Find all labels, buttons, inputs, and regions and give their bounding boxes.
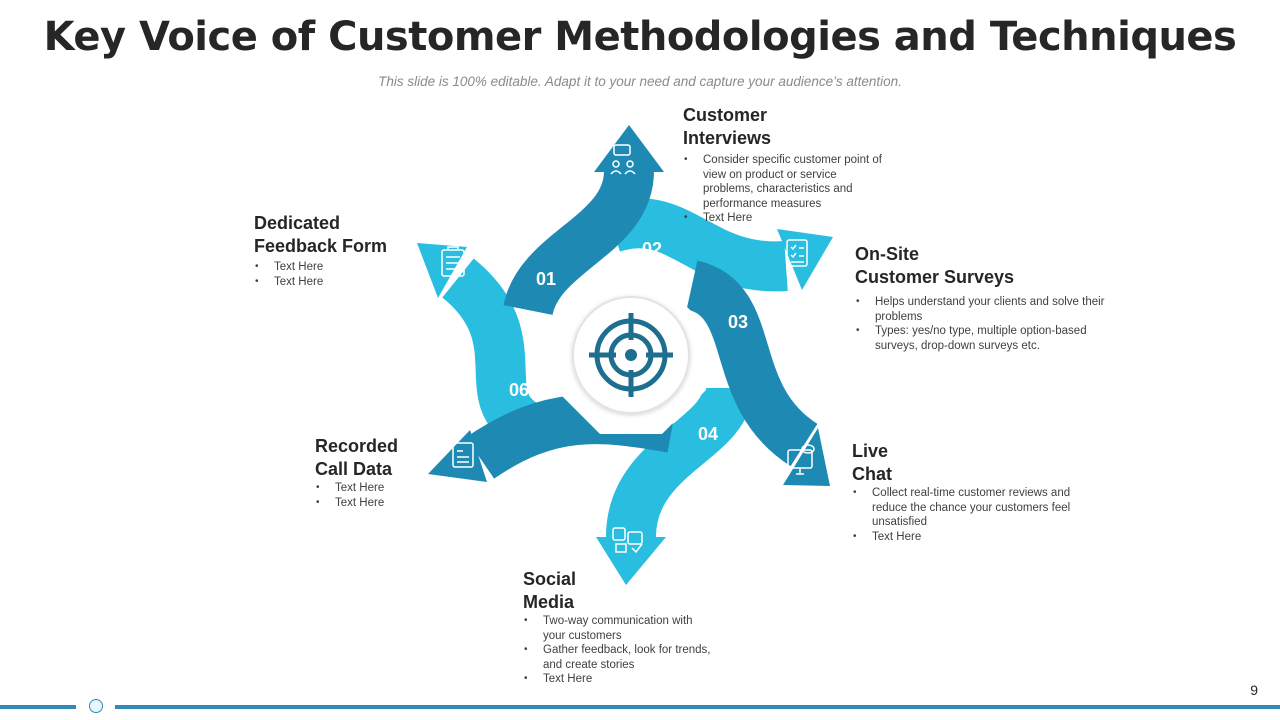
bullet-item: Text Here (852, 530, 1092, 545)
bullet-item: Text Here (683, 211, 888, 226)
step-number-03: 03 (728, 312, 748, 332)
step-number-01: 01 (536, 269, 556, 289)
bullet-list: Consider specific customer point of view… (683, 153, 888, 226)
footer-line-right (115, 705, 1280, 709)
page-number: 9 (1250, 682, 1258, 698)
step-number-05: 05 (590, 452, 610, 472)
bullet-list: Two-way communication with your customer… (523, 614, 713, 687)
bullet-item: Gather feedback, look for trends, and cr… (523, 643, 713, 672)
chat-people-icon (610, 144, 636, 175)
bullet-list: Helps understand your clients and solve … (855, 295, 1110, 353)
clipboard-form-icon (441, 246, 467, 277)
bullet-item: Text Here (315, 496, 455, 511)
call-record-file-icon (452, 442, 474, 468)
social-media-icon (612, 527, 643, 554)
bullet-list: Text Here Text Here (315, 481, 455, 510)
arrow-01 (503, 125, 664, 317)
footer-line-left (0, 705, 76, 709)
step-number-04: 04 (698, 424, 718, 444)
bullet-item: Text Here (523, 672, 713, 687)
step-number-02: 02 (642, 239, 662, 259)
arrow-06 (417, 243, 544, 451)
page-title: Key Voice of Customer Methodologies and … (43, 14, 1237, 60)
bullet-item: Types: yes/no type, multiple option-base… (855, 324, 1110, 353)
arrow-04 (596, 385, 753, 585)
bullet-item: Consider specific customer point of view… (683, 153, 888, 211)
bullet-item: Text Here (254, 275, 414, 290)
target-crosshair-icon (589, 313, 673, 397)
survey-checklist-icon (786, 239, 808, 267)
bullet-item: Helps understand your clients and solve … (855, 295, 1110, 324)
bullet-item: Text Here (254, 260, 414, 275)
bullet-item: Collect real-time customer reviews and r… (852, 486, 1092, 530)
step-number-06: 06 (509, 380, 529, 400)
bullet-list: Text Here Text Here (254, 260, 414, 289)
page-subtitle: This slide is 100% editable. Adapt it to… (378, 74, 902, 89)
bullet-item: Two-way communication with your customer… (523, 614, 713, 643)
live-chat-monitor-icon (787, 444, 815, 475)
bullet-list: Collect real-time customer reviews and r… (852, 486, 1092, 544)
arrow-03 (684, 260, 830, 486)
bullet-item: Text Here (315, 481, 455, 496)
footer-dot (89, 699, 103, 713)
